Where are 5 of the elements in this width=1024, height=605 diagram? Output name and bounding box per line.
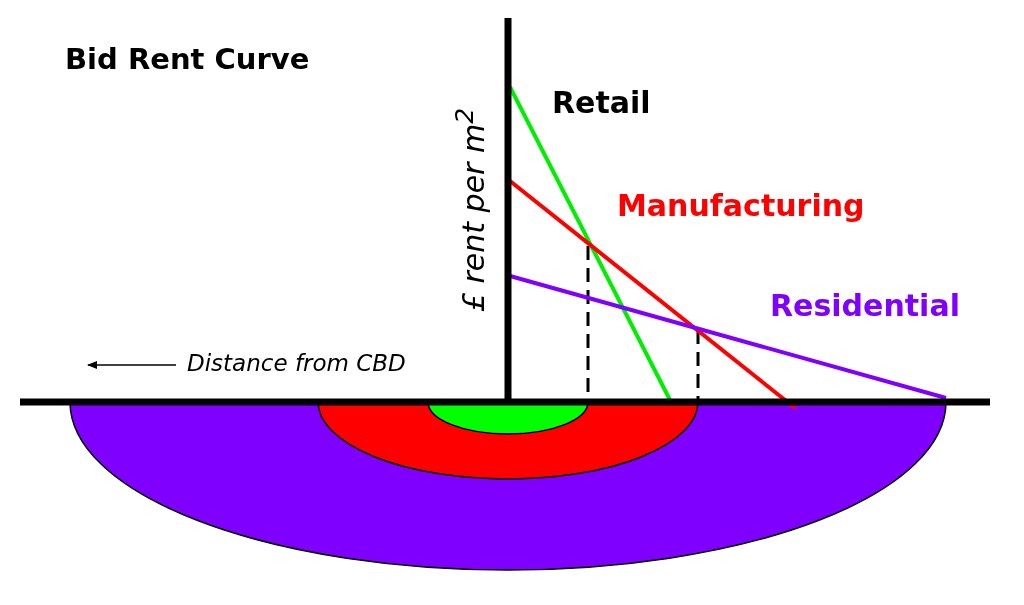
line-label: Manufacturing bbox=[617, 191, 865, 221]
line-label: Residential bbox=[770, 291, 960, 321]
line-label: Retail bbox=[552, 88, 651, 118]
axis-label: Distance from CBD bbox=[187, 352, 406, 375]
chart-title: Bid Rent Curve bbox=[65, 45, 310, 74]
